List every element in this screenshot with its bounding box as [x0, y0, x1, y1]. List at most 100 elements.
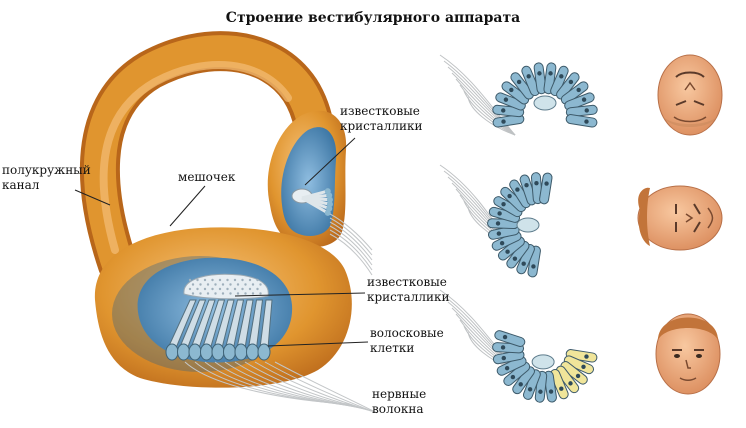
nerve-fiber: [463, 90, 516, 136]
leader-lines: [74, 137, 369, 347]
sensory-cell: [510, 180, 531, 208]
nerve-fibers: [184, 213, 378, 414]
label-line: кристаллики: [340, 119, 423, 133]
label-line: волосковые: [370, 326, 444, 340]
sensory-cell: [493, 115, 524, 127]
sensory-cell: [517, 244, 534, 274]
otolith-cap: [531, 354, 555, 370]
sensory-cell: [489, 226, 519, 239]
sensory-cell: [544, 63, 556, 94]
nerve-fiber: [329, 229, 373, 271]
sensory-cell: [502, 82, 529, 104]
head-upright: [655, 313, 721, 395]
label-nerve-fibers: нервные волокна: [372, 387, 426, 417]
hair-cell-body: [177, 343, 190, 361]
nerve-fiber: [244, 361, 369, 411]
nerve-fiber: [443, 60, 516, 136]
leader-canal: [74, 189, 111, 206]
otolith-section: [439, 289, 598, 403]
label-line: канал: [2, 178, 40, 192]
hair-cells-small: [291, 188, 333, 216]
label-line: нервные: [372, 387, 427, 401]
hair-cells-large: [165, 299, 273, 361]
hair-cell-body: [234, 343, 248, 361]
sensory-cell: [498, 237, 524, 260]
sensory-cell: [557, 73, 579, 99]
nerve-fiber: [329, 233, 373, 276]
sensory-cell: [561, 82, 588, 104]
sensory-cell: [501, 187, 526, 212]
nerve-fiber: [264, 361, 375, 413]
leader-crystals-top: [304, 137, 356, 186]
sensory-cell: [523, 370, 540, 399]
sensory-cell: [566, 105, 597, 117]
nerve-fiber: [329, 221, 373, 261]
sensory-cell: [493, 105, 524, 117]
otolith-section: [439, 164, 553, 278]
label-crystals-bottom: известковые кристаллики: [367, 275, 449, 305]
leader-crystals-bottom: [234, 292, 366, 297]
sensory-cell: [566, 350, 597, 362]
nerve-fiber: [254, 361, 372, 412]
head-tilted: [637, 185, 723, 251]
nerve-fiber: [234, 361, 366, 410]
sensory-cell: [544, 371, 556, 402]
sensory-cell: [513, 367, 534, 394]
leader-sac: [169, 185, 206, 227]
label-line: известковые: [367, 275, 447, 289]
otolith-section: [439, 54, 598, 136]
label-line: известковые: [340, 104, 420, 118]
head-inverted: [657, 54, 723, 136]
label-line: кристаллики: [367, 290, 450, 304]
sensory-cell: [534, 63, 546, 94]
sensory-cell: [497, 357, 526, 375]
sensory-cell: [507, 241, 529, 268]
sensory-cell: [551, 66, 568, 96]
sensory-cell: [489, 207, 519, 222]
nerve-fiber: [459, 84, 516, 136]
vestibular-organ: [79, 31, 378, 414]
label-sac: мешочек: [178, 170, 236, 184]
sensory-cell: [522, 66, 539, 96]
nerve-fiber: [329, 225, 373, 266]
otolith-cap: [533, 95, 557, 111]
nerve-fiber: [274, 361, 378, 414]
diagram-title: Строение вестибулярного аппарата: [225, 10, 521, 26]
sensory-cell: [564, 356, 594, 374]
hair-cell-body: [246, 343, 259, 361]
sensory-cell: [540, 173, 552, 204]
label-crystals-top: известковые кристаллики: [340, 104, 422, 134]
nerve-fiber: [451, 72, 516, 136]
label-line: полукружный: [2, 163, 91, 177]
sensory-cell: [511, 73, 533, 99]
sensory-cell: [528, 246, 540, 277]
sensory-cell: [561, 362, 587, 384]
sensory-cell: [488, 219, 519, 229]
sensory-cell: [496, 93, 525, 110]
nerve-fiber: [329, 217, 373, 256]
nerve-fiber: [467, 96, 516, 136]
label-line: волокна: [372, 402, 424, 416]
sensory-cell: [556, 366, 579, 393]
nerve-fiber: [329, 213, 373, 251]
hair-cell-body: [223, 343, 236, 361]
sensory-cell: [492, 232, 521, 250]
sensory-cell: [495, 331, 525, 346]
sensory-cell: [504, 362, 530, 385]
sensory-cell: [493, 343, 524, 353]
nerve-fiber: [455, 78, 516, 136]
hair-cell-body: [257, 343, 271, 361]
sensory-cell: [493, 350, 524, 364]
leader-hair-cells: [267, 341, 369, 347]
hair-cell-body: [211, 343, 225, 361]
label-line: клетки: [370, 341, 415, 355]
hair-cell-body: [165, 343, 179, 361]
sensory-cell: [551, 369, 568, 399]
sensory-cell: [566, 115, 597, 127]
sensory-cell: [520, 175, 536, 205]
sensory-cell: [535, 371, 547, 402]
sensory-cell: [531, 173, 542, 204]
sensory-cell: [565, 93, 594, 110]
otolith-sections: [439, 54, 598, 403]
